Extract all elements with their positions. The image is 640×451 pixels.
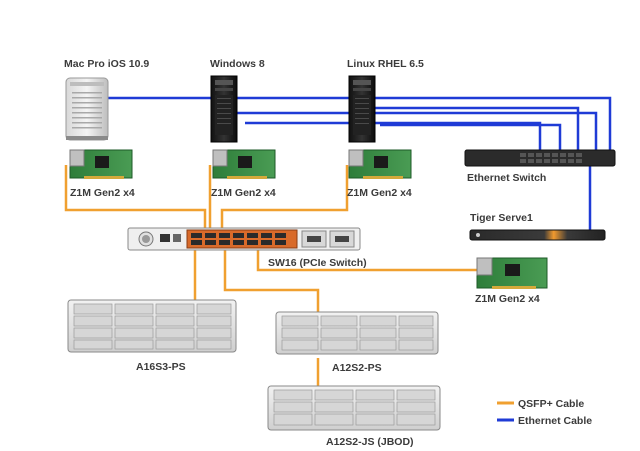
- mac-pro-tower: [65, 77, 109, 141]
- ethernet-cable-windows-2: [245, 121, 542, 158]
- label-a12s2-js: A12S2-JS (JBOD): [326, 436, 414, 448]
- legend-ethernet-label: Ethernet Cable: [518, 415, 592, 427]
- z1m-card-linux: [348, 149, 412, 179]
- label-card-tiger: Z1M Gen2 x4: [475, 293, 540, 305]
- label-linux: Linux RHEL 6.5: [347, 58, 424, 70]
- z1m-card-tiger: [476, 257, 548, 289]
- legend-qsfp-label: QSFP+ Cable: [518, 398, 584, 410]
- a12s2-js-jbod-storage: [267, 385, 441, 431]
- tiger-serve-device: [469, 229, 606, 241]
- ethernet-cable-linux: [372, 106, 580, 158]
- qsfp-cable-a12s2: [223, 250, 320, 312]
- label-a16s3: A16S3-PS: [136, 361, 186, 373]
- legend: QSFP+ Cable Ethernet Cable: [497, 398, 592, 427]
- label-card-linux: Z1M Gen2 x4: [347, 187, 412, 199]
- label-windows: Windows 8: [210, 58, 265, 70]
- label-a12s2: A12S2-PS: [332, 362, 382, 374]
- linux-tower: [348, 75, 376, 143]
- a16s3-ps-storage: [67, 299, 237, 353]
- label-pcie-switch: SW16 (PCIe Switch): [268, 257, 367, 269]
- qsfp-cable-linux: [220, 165, 349, 238]
- qsfp-cable-mac: [64, 165, 207, 238]
- z1m-card-mac: [69, 149, 133, 179]
- z1m-card-windows: [212, 149, 276, 179]
- label-card-mac: Z1M Gen2 x4: [70, 187, 135, 199]
- ethernet-cable-mac: [100, 96, 612, 158]
- ethernet-switch-device: [464, 149, 616, 167]
- label-ethernet-switch: Ethernet Switch: [467, 172, 546, 184]
- windows-tower: [210, 75, 238, 143]
- a12s2-ps-storage: [275, 311, 439, 355]
- sw16-pcie-switch-device: [127, 227, 361, 251]
- label-mac: Mac Pro iOS 10.9: [64, 58, 149, 70]
- label-tiger-serve: Tiger Serve1: [470, 212, 533, 224]
- label-card-windows: Z1M Gen2 x4: [211, 187, 276, 199]
